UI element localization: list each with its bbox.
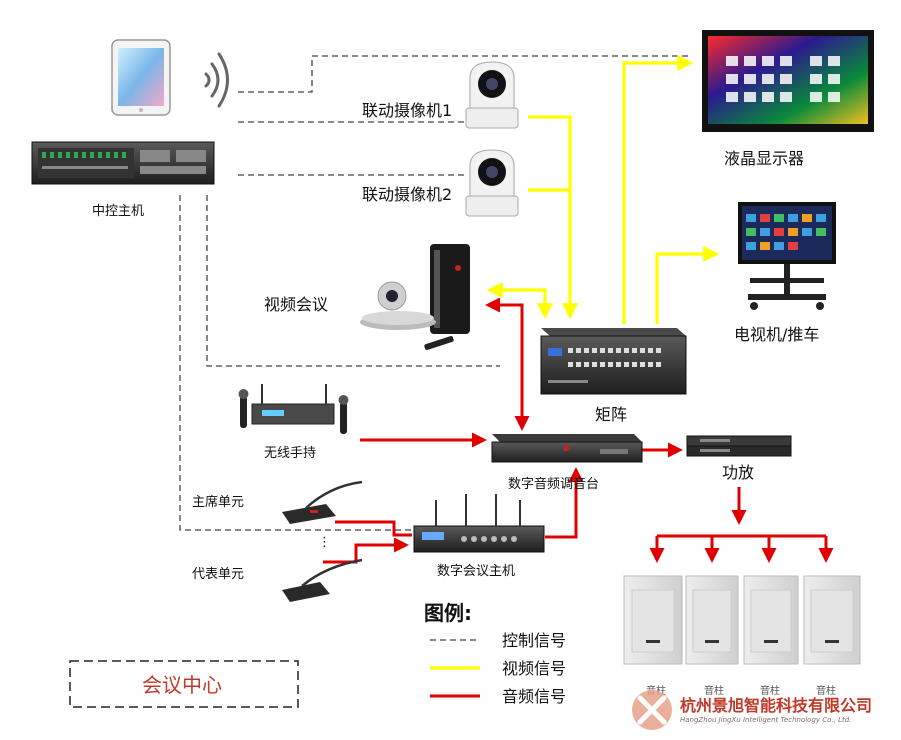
ptz-camera-icon-2 [465, 149, 519, 217]
video-line-tv [655, 246, 720, 324]
control-line-matrix [206, 195, 500, 367]
gooseneck-mic-icon-chair [282, 480, 363, 524]
label-lcd-display: 液晶显示器 [724, 149, 804, 168]
label-wireless-mic: 无线手持 [264, 446, 316, 461]
label-conference-host: 数字会议主机 [437, 564, 515, 579]
label-video-conference: 视频会议 [264, 295, 328, 314]
audio-line-videoconf-mixer [485, 297, 530, 431]
wireless-mic-icon [238, 384, 349, 434]
lcd-display-icon [702, 30, 874, 132]
column-speaker-icon-1 [623, 575, 683, 665]
company-logo-icon: 杭州景旭智能科技有限公司 HangZhou JingXu Intelligent… [632, 690, 872, 730]
audio-line-host-mixer [545, 467, 584, 539]
legend-label-control: 控制信号 [502, 631, 566, 650]
video-conference-icon [360, 244, 470, 350]
column-speakers [623, 575, 861, 665]
label-tv-cart: 电视机/推车 [734, 325, 819, 344]
label-digital-mixer: 数字音频调音台 [508, 476, 599, 492]
conference-host-icon [413, 494, 545, 553]
conference-center-box: 会议中心 [69, 660, 299, 708]
control-line-conf-host [179, 195, 413, 531]
label-chairman-unit: 主席单元 [192, 494, 244, 510]
video-line-display [622, 55, 694, 324]
column-speaker-icon-4 [803, 575, 861, 665]
label-camera2: 联动摄像机2 [362, 185, 452, 204]
label-central-controller: 中控主机 [92, 204, 144, 219]
amplifier-icon [686, 435, 792, 457]
brand-name-cn: 杭州景旭智能科技有限公司 [680, 696, 872, 715]
label-camera1: 联动摄像机1 [362, 101, 452, 120]
audio-line-delegate-host [323, 537, 409, 564]
wifi-signal-icon [204, 52, 229, 108]
gooseneck-mic-icon-delegate [282, 558, 363, 602]
conference-center-label: 会议中心 [142, 673, 222, 697]
control-lines [179, 55, 690, 531]
legend-label-audio: 音频信号 [502, 687, 566, 706]
label-matrix: 矩阵 [595, 405, 627, 424]
tv-cart-icon [738, 202, 836, 310]
rack-controller-icon [31, 141, 215, 185]
legend-title: 图例: [424, 601, 472, 625]
label-speaker-3: 音柱 [760, 684, 780, 697]
ptz-camera-icon-1 [465, 61, 519, 129]
label-amplifier: 功放 [722, 463, 754, 482]
column-speaker-icon-3 [743, 575, 799, 665]
label-speaker-4: 音柱 [816, 684, 836, 697]
control-line-tablet-display [238, 55, 690, 93]
audio-lines [323, 297, 834, 564]
tablet-icon [111, 39, 171, 116]
mixer-icon [491, 434, 643, 463]
legend: 图例: 控制信号 视频信号 音频信号 [424, 601, 566, 706]
label-delegate-unit: 代表单元 [192, 567, 244, 582]
label-speaker-2: 音柱 [704, 684, 724, 697]
matrix-switcher-icon [540, 328, 687, 395]
video-lines [486, 55, 720, 324]
label-dots: ⋮ [318, 535, 331, 550]
video-line-cam1 [528, 115, 578, 320]
column-speaker-icon-2 [685, 575, 739, 665]
brand-name-en: HangZhou JingXu Intelligent Technology C… [680, 716, 851, 724]
audio-line-chair-host [335, 520, 412, 537]
video-line-videoconf [486, 282, 553, 320]
legend-label-video: 视频信号 [502, 659, 566, 678]
